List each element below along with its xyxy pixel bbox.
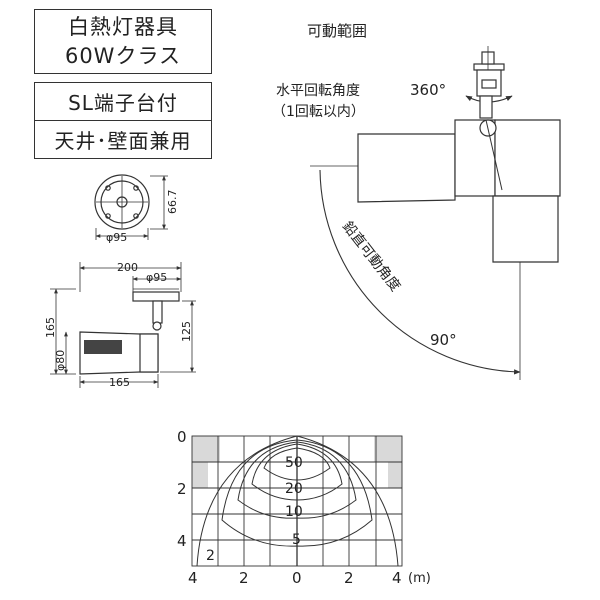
x-tick-right-2: 2 <box>344 569 354 587</box>
y-tick-2: 2 <box>177 480 187 498</box>
arm-height-label: 125 <box>180 321 193 342</box>
product-class: 60Wクラス <box>64 43 182 68</box>
contour-label-2: 2 <box>206 548 215 564</box>
side-view <box>50 262 196 388</box>
y-tick-4: 4 <box>177 532 187 550</box>
base-diameter-label: φ95 <box>106 231 127 244</box>
mounting-box: 天井･壁面兼用 <box>34 120 212 159</box>
mounting-label: 天井･壁面兼用 <box>54 129 192 153</box>
vertical-angle-label: 鉛直可動角度 <box>339 218 404 295</box>
total-height-label: 165 <box>44 317 57 338</box>
fixture-motion-drawing <box>310 46 561 380</box>
x-unit-label: (m) <box>408 571 431 586</box>
product-title-box: 白熱灯器具 60Wクラス <box>34 9 212 74</box>
mount-diameter-label: φ95 <box>146 271 167 284</box>
product-name: 白熱灯器具 <box>68 14 178 39</box>
horizontal-angle-note: （1回転以内） <box>272 104 365 120</box>
y-tick-0: 0 <box>177 428 187 446</box>
x-tick-right-4: 4 <box>392 569 402 587</box>
x-tick-left-4: 4 <box>188 569 198 587</box>
terminal-label: SL端子台付 <box>68 91 178 115</box>
horizontal-angle-label: 水平回転角度 <box>276 83 360 99</box>
contour-label-20: 20 <box>285 481 303 497</box>
contour-label-10: 10 <box>285 504 303 520</box>
base-depth-label: 66.7 <box>166 190 179 215</box>
horizontal-angle-value: 360° <box>410 81 446 99</box>
terminal-box: SL端子台付 <box>34 82 212 121</box>
head-diameter-label: φ80 <box>54 350 67 371</box>
contour-label-50: 50 <box>285 455 303 471</box>
base-top-view <box>94 174 168 240</box>
contour-label-5: 5 <box>292 532 301 548</box>
range-title: 可動範囲 <box>307 22 367 40</box>
vertical-angle-value: 90° <box>430 331 457 349</box>
total-width-label: 200 <box>117 261 138 274</box>
x-tick-left-2: 2 <box>239 569 249 587</box>
head-length-label: 165 <box>109 376 130 389</box>
light-distribution-chart <box>191 435 403 567</box>
x-tick-0: 0 <box>292 569 302 587</box>
